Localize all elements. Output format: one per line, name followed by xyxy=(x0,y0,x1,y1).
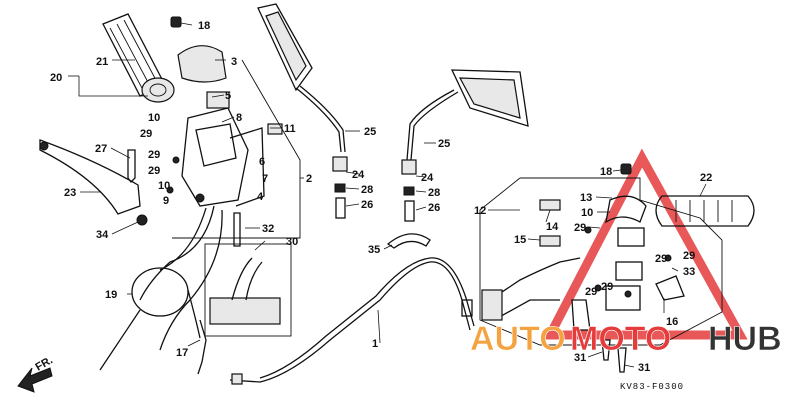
callout-19: 19 xyxy=(105,289,117,301)
wiring-harness-left xyxy=(139,205,223,351)
small-nut xyxy=(170,16,182,28)
connector-30 xyxy=(204,243,292,337)
watermark-text: AUTO MOTO HUB xyxy=(470,320,782,359)
switch-housing xyxy=(166,91,265,207)
callout-26a: 26 xyxy=(361,199,373,211)
switch-assembly-right xyxy=(479,177,723,346)
callout-14: 14 xyxy=(546,221,559,233)
watermark-logo xyxy=(542,148,748,340)
throttle-grip xyxy=(102,13,175,103)
callout-24a: 24 xyxy=(352,169,365,181)
nut-18-right xyxy=(620,163,632,175)
callout-18b: 18 xyxy=(600,166,612,178)
callout-29c: 29 xyxy=(148,165,160,177)
screws-31 xyxy=(601,339,627,373)
callout-8: 8 xyxy=(236,112,242,124)
callout-29d: 29 xyxy=(574,222,586,234)
clutch-cable xyxy=(229,257,475,385)
mirror-left xyxy=(257,3,346,153)
callout-6: 6 xyxy=(259,156,265,168)
callout-29f: 29 xyxy=(683,250,695,262)
callout-7: 7 xyxy=(262,173,268,185)
callout-21: 21 xyxy=(96,56,108,68)
callout-32: 32 xyxy=(262,223,274,235)
mirror-right xyxy=(406,69,529,161)
callout-11: 11 xyxy=(284,123,296,135)
callout-labels: 18 21 20 3 5 10 8 11 29 29 27 6 29 7 2 1… xyxy=(34,20,713,392)
callout-24b: 24 xyxy=(421,172,434,184)
throttle-housing-upper xyxy=(177,45,227,83)
lever-bolt xyxy=(127,149,136,183)
callout-35: 35 xyxy=(368,244,380,256)
bolt-32 xyxy=(233,212,241,247)
watermark-part3: HUB xyxy=(708,320,782,358)
callout-29g: 29 xyxy=(585,286,597,298)
diagram-code: KV83-F0300 xyxy=(620,382,684,392)
callout-10a: 10 xyxy=(148,112,160,124)
callout-31a: 31 xyxy=(574,352,586,364)
callout-18a: 18 xyxy=(198,20,210,32)
callout-34: 34 xyxy=(96,229,109,241)
bracket-outline-2 xyxy=(172,59,301,239)
callout-10b: 10 xyxy=(158,180,170,192)
callout-30: 30 xyxy=(286,236,298,248)
callout-17: 17 xyxy=(176,347,188,359)
callout-1: 1 xyxy=(372,338,378,350)
watermark-part1: AUTO xyxy=(470,320,566,358)
watermark-part2: MOTO xyxy=(570,320,671,358)
clip-35 xyxy=(386,233,431,249)
callout-5: 5 xyxy=(225,90,231,102)
callout-28b: 28 xyxy=(428,187,440,199)
callout-27: 27 xyxy=(95,143,107,155)
callout-20: 20 xyxy=(50,72,62,84)
front-arrow-icon xyxy=(17,367,53,393)
callout-33: 33 xyxy=(683,266,695,278)
callout-3: 3 xyxy=(231,56,237,68)
callout-22: 22 xyxy=(700,172,712,184)
callout-29e: 29 xyxy=(655,253,667,265)
front-marker-label: FR. xyxy=(34,354,55,373)
callout-25a: 25 xyxy=(364,126,376,138)
mirror-stem-left xyxy=(332,156,348,219)
callout-15: 15 xyxy=(514,234,526,246)
callout-31b: 31 xyxy=(638,362,650,374)
nut-34 xyxy=(136,214,148,226)
callout-16: 16 xyxy=(666,316,678,328)
grip-right xyxy=(655,195,755,227)
callout-28a: 28 xyxy=(361,184,373,196)
callout-10c: 10 xyxy=(581,207,593,219)
callout-2: 2 xyxy=(306,173,312,185)
callout-13: 13 xyxy=(580,192,592,204)
cable-end-17 xyxy=(197,319,207,375)
callout-12: 12 xyxy=(474,205,486,217)
mirror-stem-right xyxy=(401,159,417,222)
callout-29b: 29 xyxy=(148,149,160,161)
callout-29h: 29 xyxy=(601,281,613,293)
brake-lever xyxy=(39,139,141,215)
callout-25b: 25 xyxy=(438,138,450,150)
leader-lines xyxy=(68,22,707,368)
callout-29a: 29 xyxy=(140,128,152,140)
throttle-cable-19 xyxy=(99,267,201,371)
callout-9: 9 xyxy=(163,195,169,207)
callout-26b: 26 xyxy=(428,202,440,214)
callout-23: 23 xyxy=(64,187,76,199)
callout-4: 4 xyxy=(257,191,264,203)
